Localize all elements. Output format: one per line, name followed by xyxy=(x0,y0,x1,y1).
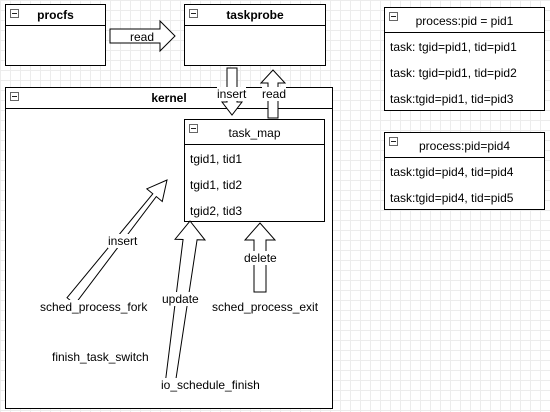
task-map-row: tgid2, tid3 xyxy=(190,204,243,218)
process-pid1-row: task: tgid=pid1, tid=pid1 xyxy=(390,40,517,54)
insert-top-label: insert xyxy=(217,87,247,101)
process-pid4-title: process:pid=pid4 xyxy=(418,139,511,153)
process-pid4-row: task:tgid=pid4, tid=pid4 xyxy=(390,165,514,179)
delete-label: delete xyxy=(244,251,277,265)
procfs-box: procfs xyxy=(5,4,106,66)
insert-label: insert xyxy=(108,234,138,248)
collapse-icon[interactable] xyxy=(10,9,19,18)
taskprobe-title: taskprobe xyxy=(226,8,284,22)
read-label: read xyxy=(130,30,155,44)
collapse-icon[interactable] xyxy=(389,12,398,21)
process-pid4-header: process:pid=pid4 xyxy=(385,133,544,158)
sched-process-exit-label: sched_process_exit xyxy=(212,300,319,314)
task-map-title: task_map xyxy=(228,126,281,140)
collapse-icon[interactable] xyxy=(389,137,398,146)
process-pid4-row: task:tgid=pid4, tid=pid5 xyxy=(390,191,514,205)
process-pid4-box: process:pid=pid4 task:tgid=pid4, tid=pid… xyxy=(384,132,545,210)
task-map-header: task_map xyxy=(185,120,324,145)
kernel-title: kernel xyxy=(151,91,187,105)
read-arrow xyxy=(109,19,176,53)
task-map-row: tgid1, tid2 xyxy=(190,178,243,192)
collapse-icon[interactable] xyxy=(189,9,198,18)
task-map-row: tgid1, tid1 xyxy=(190,152,243,166)
collapse-icon[interactable] xyxy=(10,92,19,101)
procfs-header: procfs xyxy=(6,5,105,26)
read-top-label: read xyxy=(262,87,287,101)
procfs-title: procfs xyxy=(37,8,74,22)
sched-process-fork-label: sched_process_fork xyxy=(40,300,148,314)
collapse-icon[interactable] xyxy=(189,124,198,133)
process-pid1-header: process:pid = pid1 xyxy=(385,8,544,33)
taskprobe-box: taskprobe xyxy=(184,4,326,66)
io-schedule-finish-label: io_schedule_finish xyxy=(161,378,260,392)
process-pid1-row: task: tgid=pid1, tid=pid2 xyxy=(390,66,517,80)
task-map-box: task_map tgid1, tid1 tgid1, tid2 tgid2, … xyxy=(184,119,325,222)
kernel-header: kernel xyxy=(6,88,332,109)
process-pid1-row: task:tgid=pid1, tid=pid3 xyxy=(390,92,514,106)
update-label: update xyxy=(162,292,199,306)
process-pid1-box: process:pid = pid1 task: tgid=pid1, tid=… xyxy=(384,7,545,111)
process-pid1-title: process:pid = pid1 xyxy=(415,14,514,28)
finish-task-switch-label: finish_task_switch xyxy=(52,350,149,364)
taskprobe-header: taskprobe xyxy=(185,5,325,26)
